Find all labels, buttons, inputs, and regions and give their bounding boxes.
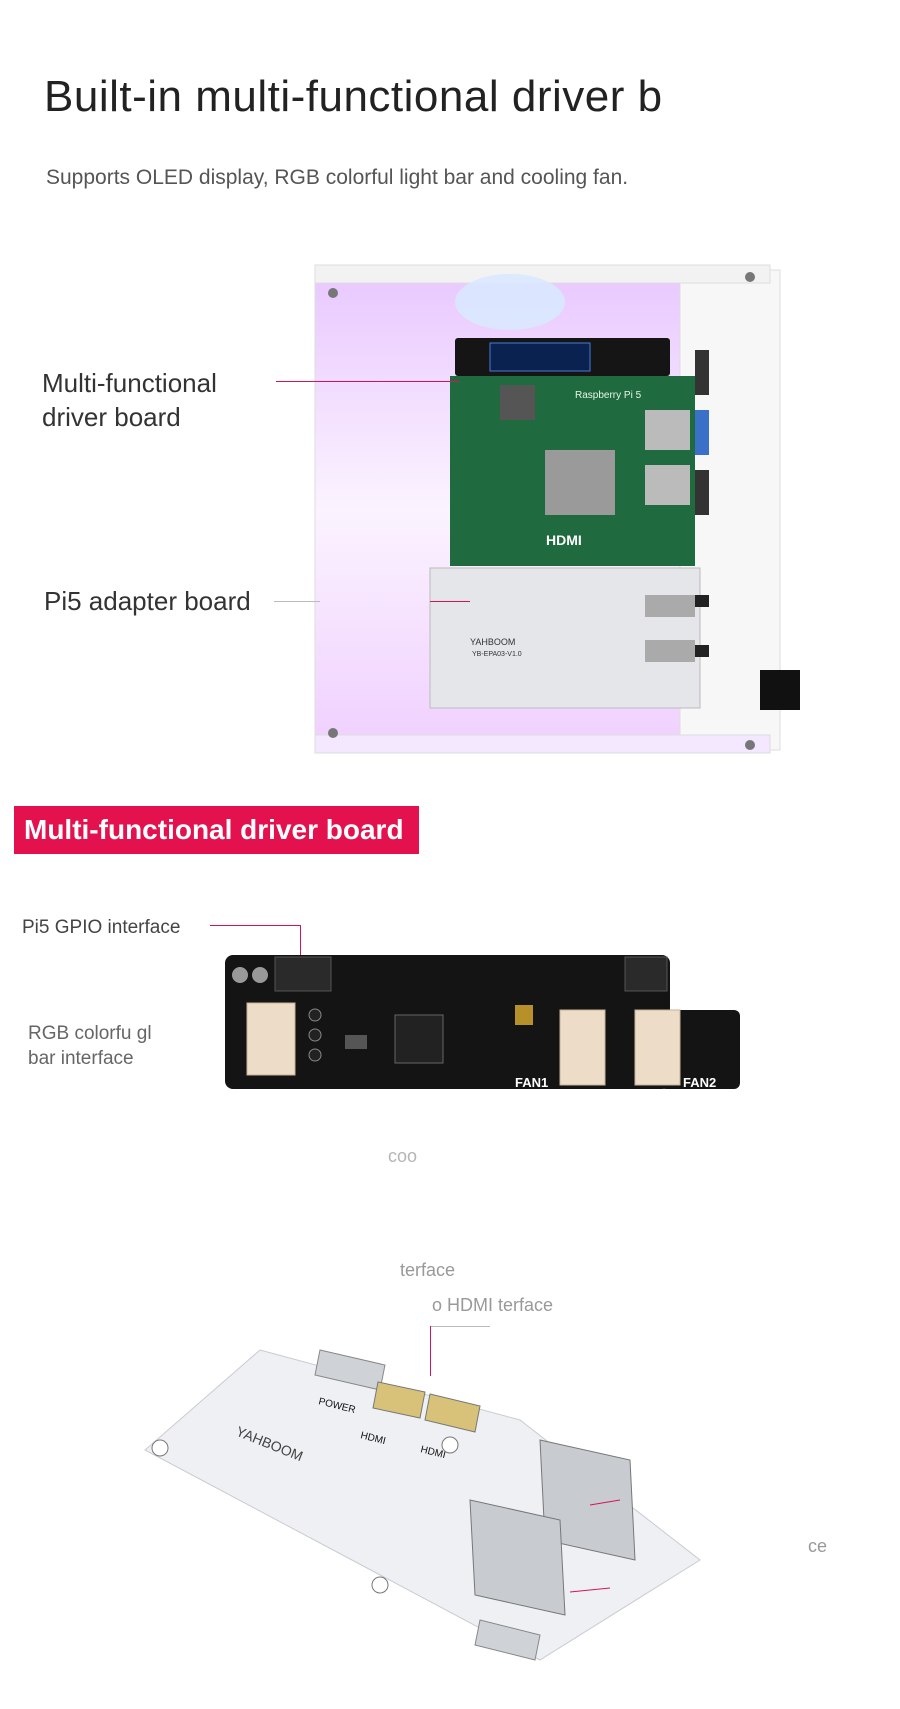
page-title: Built-in multi-functional driver b (44, 72, 663, 121)
screw-icon (328, 728, 338, 738)
capacitor (515, 1005, 533, 1025)
callout-adapter-board: Pi5 adapter board (44, 586, 251, 616)
usb-port-shape (645, 410, 690, 450)
title-fade (690, 70, 800, 130)
callout-rgb-line2: bar interface (28, 1048, 134, 1069)
callout-driver-board-line2: driver board (42, 402, 181, 432)
side-port (695, 350, 709, 395)
mount-hole (371, 1576, 389, 1594)
small-component (345, 1035, 367, 1049)
mount-hole (252, 967, 268, 983)
case-bottom-panel (314, 734, 771, 754)
svg-text:YAHBOOM: YAHBOOM (470, 637, 515, 647)
side-port (695, 595, 709, 607)
svg-text:Raspberry Pi 5: Raspberry Pi 5 (575, 390, 642, 401)
mount-hole (151, 1439, 169, 1457)
fan-icon (455, 274, 565, 330)
fan2-connector (634, 1009, 681, 1086)
pad (308, 1028, 322, 1042)
hdmi-port-stack (469, 1499, 566, 1616)
svg-text:HDMI: HDMI (546, 532, 582, 548)
hdmi-port-stack (539, 1439, 636, 1561)
adapter-board-image: POWER HDMI HDMI YAHBOOM (144, 1349, 701, 1661)
page-subtitle: Supports OLED display, RGB colorful ligh… (46, 166, 629, 189)
callout-line-gpio-drop (300, 925, 301, 975)
mcu-chip (394, 1014, 444, 1064)
rgb-connector (246, 1002, 296, 1076)
screw-icon (328, 288, 338, 298)
soc-chip (545, 450, 615, 515)
gpio-header (624, 956, 668, 992)
usb-port-shape (645, 465, 690, 505)
callout-line-gpio (210, 925, 300, 926)
callout-line-hdmi-drop (430, 1326, 431, 1376)
side-port (695, 645, 709, 657)
case-product-image: Raspberry Pi 5 HDMI YAHBOOM YB-EPA03-V1.… (314, 264, 800, 754)
usbc-port (474, 1619, 541, 1661)
svg-text:FAN1: FAN1 (515, 1075, 548, 1090)
faint-label-hdmi-interface: o HDMI terface (432, 1295, 554, 1315)
side-port (695, 470, 709, 515)
driver-board-image: FAN1 FAN2 (225, 955, 740, 1090)
faint-label-interface-1: terface (400, 1260, 456, 1280)
callout-line-adapter-board-end (430, 601, 470, 602)
callout-tick (589, 1499, 621, 1506)
side-port (695, 410, 709, 455)
hdmi-port-shape (645, 595, 695, 617)
faint-label-cooling: coo (388, 1146, 418, 1166)
micro-hdmi-port (424, 1393, 481, 1433)
side-port (760, 670, 800, 710)
callout-line-driver-board (276, 381, 460, 382)
fan1-connector (559, 1009, 606, 1086)
hdmi-port-shape (645, 640, 695, 662)
mount-hole (441, 1436, 459, 1454)
micro-hdmi-port (372, 1381, 426, 1419)
callout-line-adapter-board (274, 601, 320, 602)
gpio-header (274, 956, 332, 992)
callout-driver-board-line1: Multi-functional (42, 368, 217, 398)
screw-icon (745, 272, 755, 282)
driver-pcb (225, 955, 670, 1089)
svg-text:FAN2: FAN2 (683, 1075, 716, 1090)
pad (308, 1008, 322, 1022)
chip-shape (500, 385, 535, 420)
callout-rgb-line1: RGB colorfu gl (28, 1023, 152, 1044)
svg-text:YB-EPA03-V1.0: YB-EPA03-V1.0 (472, 651, 522, 658)
mount-hole (232, 967, 248, 983)
faint-label-interface-3: ce (808, 1536, 828, 1556)
callout-line-hdmi (430, 1326, 490, 1327)
callout-gpio: Pi5 GPIO interface (22, 917, 181, 938)
screw-icon (745, 740, 755, 750)
adapter-board (429, 567, 701, 709)
section-banner: Multi-functional driver board (14, 806, 419, 854)
pad (308, 1048, 322, 1062)
oled-screen (489, 342, 591, 372)
callout-tick (569, 1587, 611, 1593)
